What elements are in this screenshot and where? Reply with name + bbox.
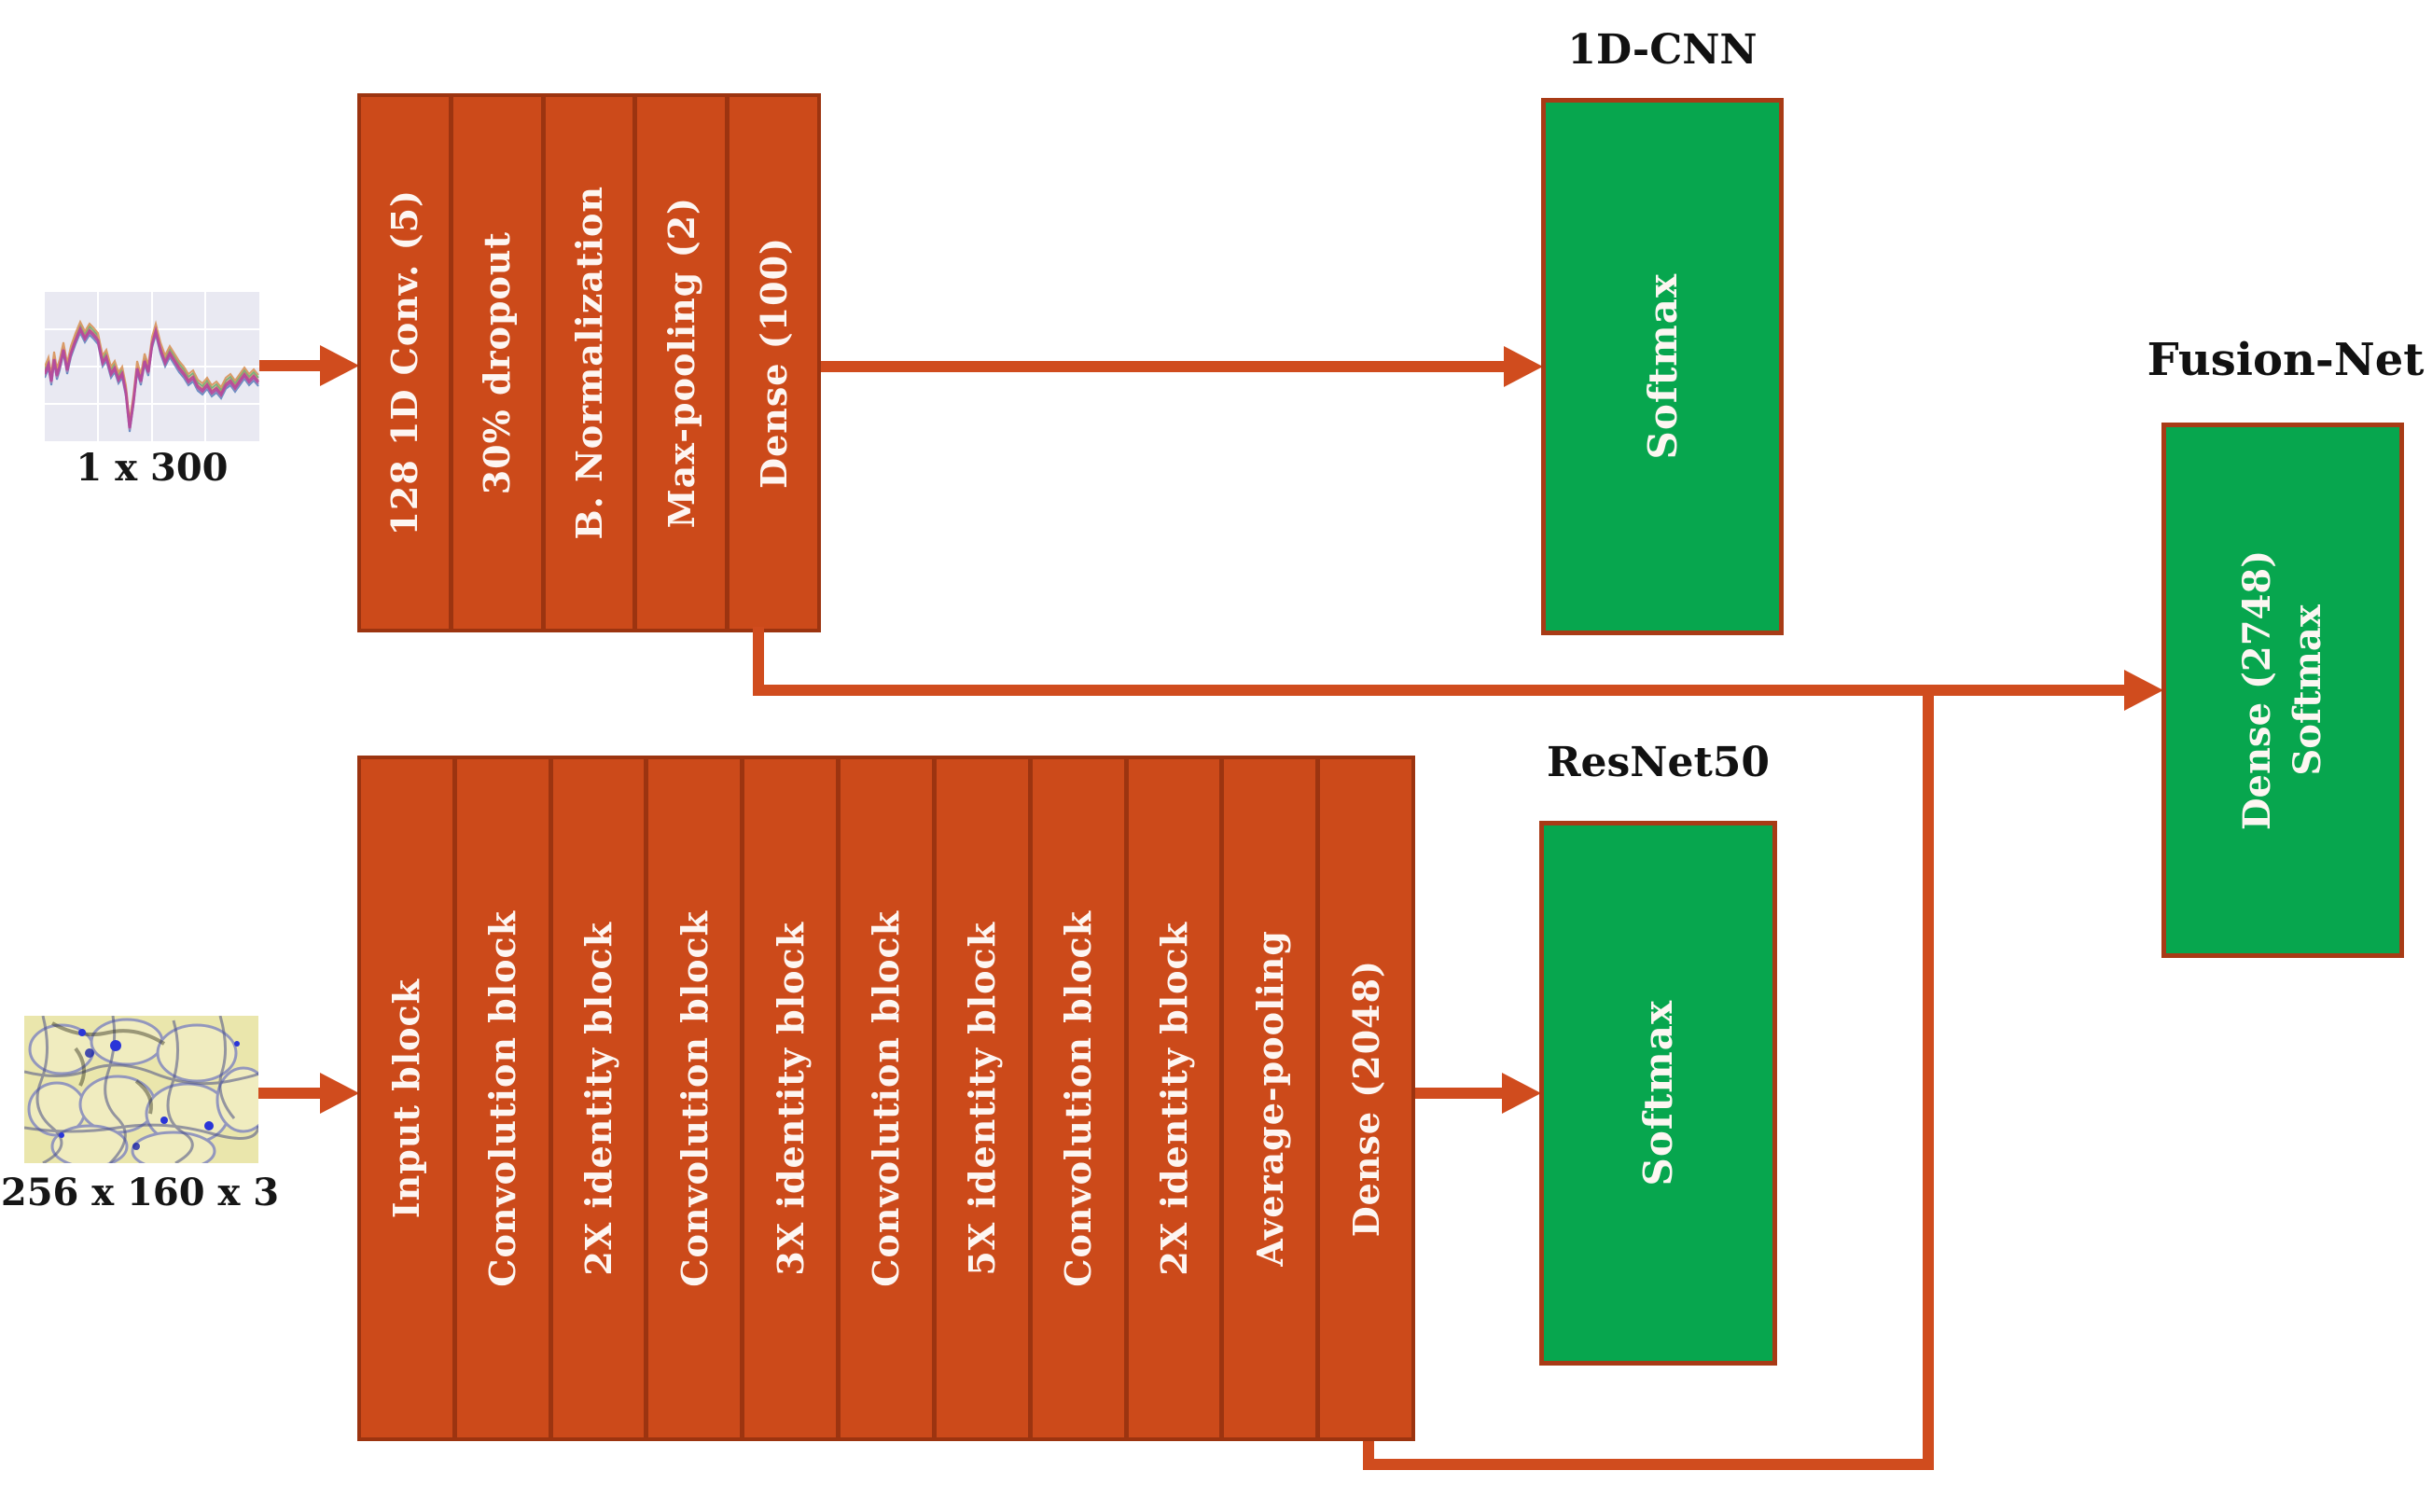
resnet50-layer: Input block [361, 759, 457, 1437]
fusion-net-block [2161, 423, 2404, 958]
resnet50-layer: Dense (2048) [1320, 759, 1411, 1437]
resnet50-layer: 3X identity block [744, 759, 841, 1437]
resnet50-layer: Convolution block [1033, 759, 1129, 1437]
resnet50-layer: Convolution block [457, 759, 553, 1437]
image-input-size-label: 256 x 160 x 3 [0, 1171, 280, 1214]
resnet50-layer: 5X identity block [937, 759, 1033, 1437]
resnet50-layer: 2X identity block [1129, 759, 1225, 1437]
resnet50-layer-label: 2X identity block [1152, 921, 1195, 1276]
signal-input-arrow-shaft [259, 360, 320, 371]
resnet-to-fusion-connector-riser [1923, 685, 1934, 1470]
cnn1d-to-fusion-connector-drop [753, 627, 764, 696]
resnet50-layer-label: 5X identity block [961, 921, 1004, 1276]
signal-input-size-label: 1 x 300 [76, 446, 229, 490]
resnet50-layer-label: Convolution block [865, 909, 908, 1287]
resnet50-softmax-block: Softmax [1539, 821, 1777, 1366]
cnn1d-layer: 128 1D Conv. (5) [361, 97, 453, 629]
resnet50-layer-label: Convolution block [673, 909, 716, 1287]
resnet50-layer: Convolution block [648, 759, 745, 1437]
resnet50-layer-label: Average-pooling [1248, 930, 1291, 1267]
signal-waveform-thumbnail [45, 292, 259, 441]
cnn1d-layer-label: 128 1D Conv. (5) [383, 189, 426, 536]
resnet50-layer: Convolution block [841, 759, 937, 1437]
cnn1d-layer-label: 30% dropout [476, 230, 519, 495]
fusion-net-label: Dense (2748) Softmax [2166, 427, 2399, 953]
cnn1d-layer-label: Dense (100) [752, 237, 795, 489]
signal-input-arrow-head [320, 345, 359, 386]
resnet50-layer-label: Input block [385, 978, 428, 1219]
cnn1d-softmax-label: Softmax [1639, 273, 1686, 460]
resnet50-layer: Average-pooling [1224, 759, 1321, 1437]
resnet50-title: ResNet50 [1546, 739, 1771, 786]
cnn1d-to-fusion-connector-horizontal [753, 685, 2124, 696]
cnn1d-softmax-block: Softmax [1541, 98, 1784, 635]
cnn1d-title: 1D-CNN [1567, 26, 1758, 74]
resnet-to-fusion-connector-horizontal [1363, 1459, 1934, 1470]
resnet50-to-softmax-arrow-head [1502, 1073, 1541, 1114]
cnn1d-layer: 30% dropout [453, 97, 546, 629]
resnet50-layer-label: 2X identity block [577, 921, 620, 1276]
resnet50-softmax-label: Softmax [1635, 1000, 1681, 1186]
cnn1d-layer: Max-pooling (2) [637, 97, 730, 629]
resnet-to-fusion-connector-drop [1363, 1436, 1374, 1470]
image-input-arrow-head [320, 1073, 359, 1114]
cnn1d-layer-block: 128 1D Conv. (5) 30% dropout B. Normaliz… [357, 93, 821, 632]
cnn1d-layer: B. Normalization [546, 97, 638, 629]
resnet50-to-softmax-arrow-shaft [1415, 1088, 1502, 1099]
fusion-net-title: Fusion-Net [2147, 334, 2425, 386]
fusion-input-arrow-head [2124, 670, 2163, 711]
resnet50-layer-label: Dense (2048) [1344, 959, 1387, 1238]
fusion-net-dense-label: Dense (2748) [2235, 549, 2279, 831]
cnn1d-layer-label: Max-pooling (2) [660, 197, 702, 529]
cnn1d-layer: Dense (100) [730, 97, 817, 629]
cnn1d-layer-label: B. Normalization [567, 186, 610, 540]
resnet50-layer: 2X identity block [553, 759, 649, 1437]
cnn1d-to-softmax-arrow-head [1504, 346, 1543, 387]
fusion-net-softmax-label: Softmax [2286, 604, 2329, 776]
resnet50-layer-label: Convolution block [481, 909, 524, 1287]
cnn1d-to-softmax-arrow-shaft [821, 361, 1504, 372]
microscopy-texture-thumbnail [24, 1016, 258, 1163]
resnet50-layer-label: 3X identity block [769, 921, 812, 1276]
image-input-arrow-shaft [258, 1088, 320, 1099]
resnet50-layer-block: Input block Convolution block 2X identit… [357, 756, 1415, 1441]
resnet50-layer-label: Convolution block [1057, 909, 1100, 1287]
